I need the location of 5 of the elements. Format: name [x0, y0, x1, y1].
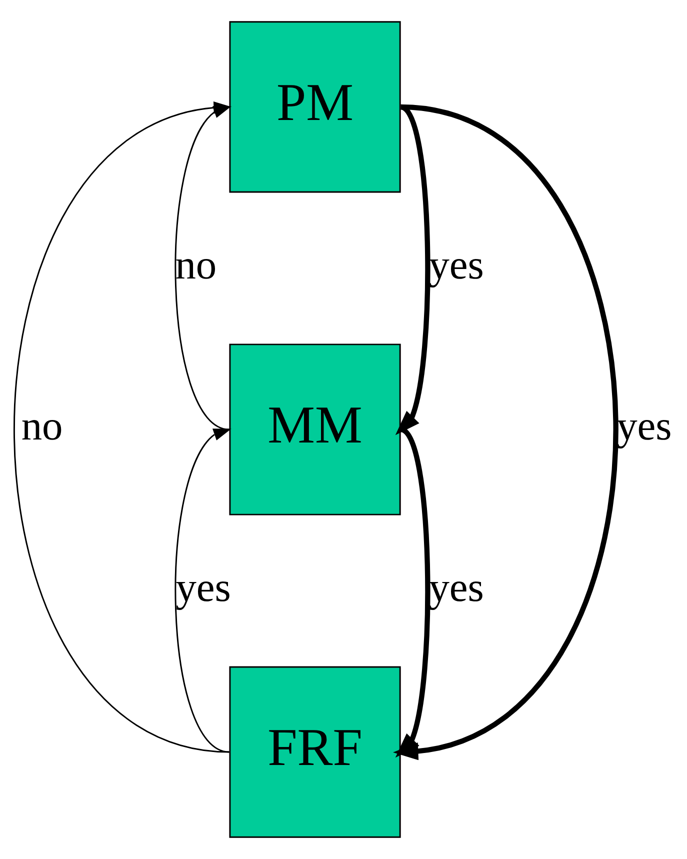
edge-label: no: [175, 241, 217, 288]
edge-label: yes: [428, 564, 484, 610]
edge-label: no: [21, 402, 63, 449]
edge-label: yes: [176, 564, 231, 610]
edge-label: yes: [428, 241, 484, 288]
